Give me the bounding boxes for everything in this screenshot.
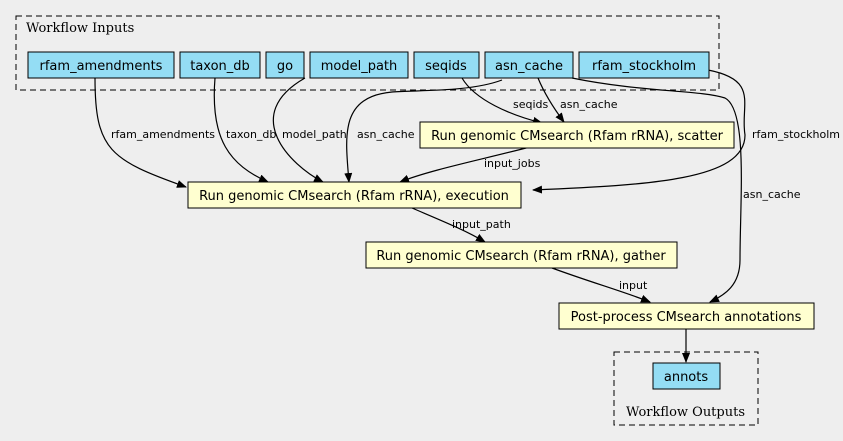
node-label: rfam_amendments	[40, 59, 163, 74]
edge-execution-to-gather: input_path	[411, 207, 511, 243]
edge-asn-cache-to-scatter: asn_cache	[537, 77, 618, 123]
node-label: seqids	[425, 59, 467, 74]
node-postprocess-step: Post-process CMsearch annotations	[558, 302, 815, 330]
node-box	[309, 51, 409, 79]
workflow-inputs-label: Workflow Inputs	[26, 21, 134, 36]
edge-line	[272, 77, 324, 183]
edge-line	[399, 146, 531, 183]
node-box	[179, 51, 261, 79]
edge-label: input	[619, 279, 648, 292]
node-model-path: model_path	[309, 51, 409, 79]
workflow-outputs-label: Workflow Outputs	[626, 405, 745, 420]
node-label: Run genomic CMsearch (Rfam rRNA), execut…	[199, 189, 509, 204]
edge-label: model_path	[282, 128, 347, 141]
edge-label: input_path	[452, 218, 511, 231]
edges: rfam_amendments taxon_db model_path asn_…	[94, 69, 840, 363]
node-box	[187, 181, 522, 209]
node-box	[27, 51, 175, 79]
edge-taxon-db-to-execution: taxon_db	[213, 77, 276, 183]
edge-label: rfam_stockholm	[752, 128, 840, 141]
node-label: asn_cache	[495, 59, 563, 74]
node-label: taxon_db	[190, 59, 250, 74]
node-go: go	[265, 51, 305, 79]
edge-line	[571, 77, 742, 303]
node-box	[419, 121, 735, 149]
node-label: go	[277, 59, 293, 74]
node-box	[652, 362, 721, 390]
node-box	[365, 241, 678, 269]
node-seqids: seqids	[413, 51, 480, 79]
node-annots: annots	[652, 362, 721, 390]
edge-line	[551, 267, 651, 303]
edge-asn-cache-to-postprocess: asn_cache	[571, 77, 801, 303]
node-label: annots	[664, 370, 708, 385]
workflow-inputs-cluster: Workflow Inputs	[15, 15, 720, 91]
edge-label: asn_cache	[560, 98, 618, 111]
edge-label: taxon_db	[226, 128, 276, 141]
node-label: Post-process CMsearch annotations	[571, 310, 802, 325]
edge-label: seqids	[513, 98, 549, 111]
node-gather-step: Run genomic CMsearch (Rfam rRNA), gather	[365, 241, 678, 269]
node-execution-step: Run genomic CMsearch (Rfam rRNA), execut…	[187, 181, 522, 209]
edge-asn-cache-to-execution: asn_cache	[344, 79, 503, 183]
node-taxon-db: taxon_db	[179, 51, 261, 79]
edge-label: asn_cache	[743, 188, 801, 201]
edge-label: input_jobs	[484, 157, 541, 170]
node-rfam-stockholm: rfam_stockholm	[578, 51, 710, 79]
node-scatter-step: Run genomic CMsearch (Rfam rRNA), scatte…	[419, 121, 735, 149]
edge-line	[94, 77, 187, 188]
node-label: Run genomic CMsearch (Rfam rRNA), scatte…	[431, 129, 724, 144]
node-box	[558, 302, 815, 330]
node-rfam-amendments: rfam_amendments	[27, 51, 175, 79]
edge-line	[537, 77, 565, 123]
edge-label: rfam_amendments	[111, 128, 215, 141]
edge-scatter-to-execution: input_jobs	[399, 146, 541, 183]
workflow-inputs-frame	[15, 15, 720, 91]
edge-line	[461, 77, 543, 125]
node-label: model_path	[321, 59, 398, 74]
edge-gather-to-postprocess: input	[551, 267, 651, 303]
edge-line	[213, 77, 269, 183]
node-label: Run genomic CMsearch (Rfam rRNA), gather	[376, 249, 666, 264]
node-asn-cache: asn_cache	[484, 51, 574, 79]
edge-line	[411, 207, 486, 243]
edge-model-path-to-execution: model_path	[272, 77, 347, 183]
node-box	[265, 51, 305, 79]
node-box	[484, 51, 574, 79]
edge-label: asn_cache	[357, 128, 415, 141]
node-box	[413, 51, 480, 79]
edge-line	[344, 79, 503, 183]
node-label: rfam_stockholm	[592, 59, 696, 74]
edge-rfam-amendments-to-execution: rfam_amendments	[94, 77, 215, 188]
node-box	[578, 51, 710, 79]
edge-seqids-to-scatter: seqids	[461, 77, 549, 125]
